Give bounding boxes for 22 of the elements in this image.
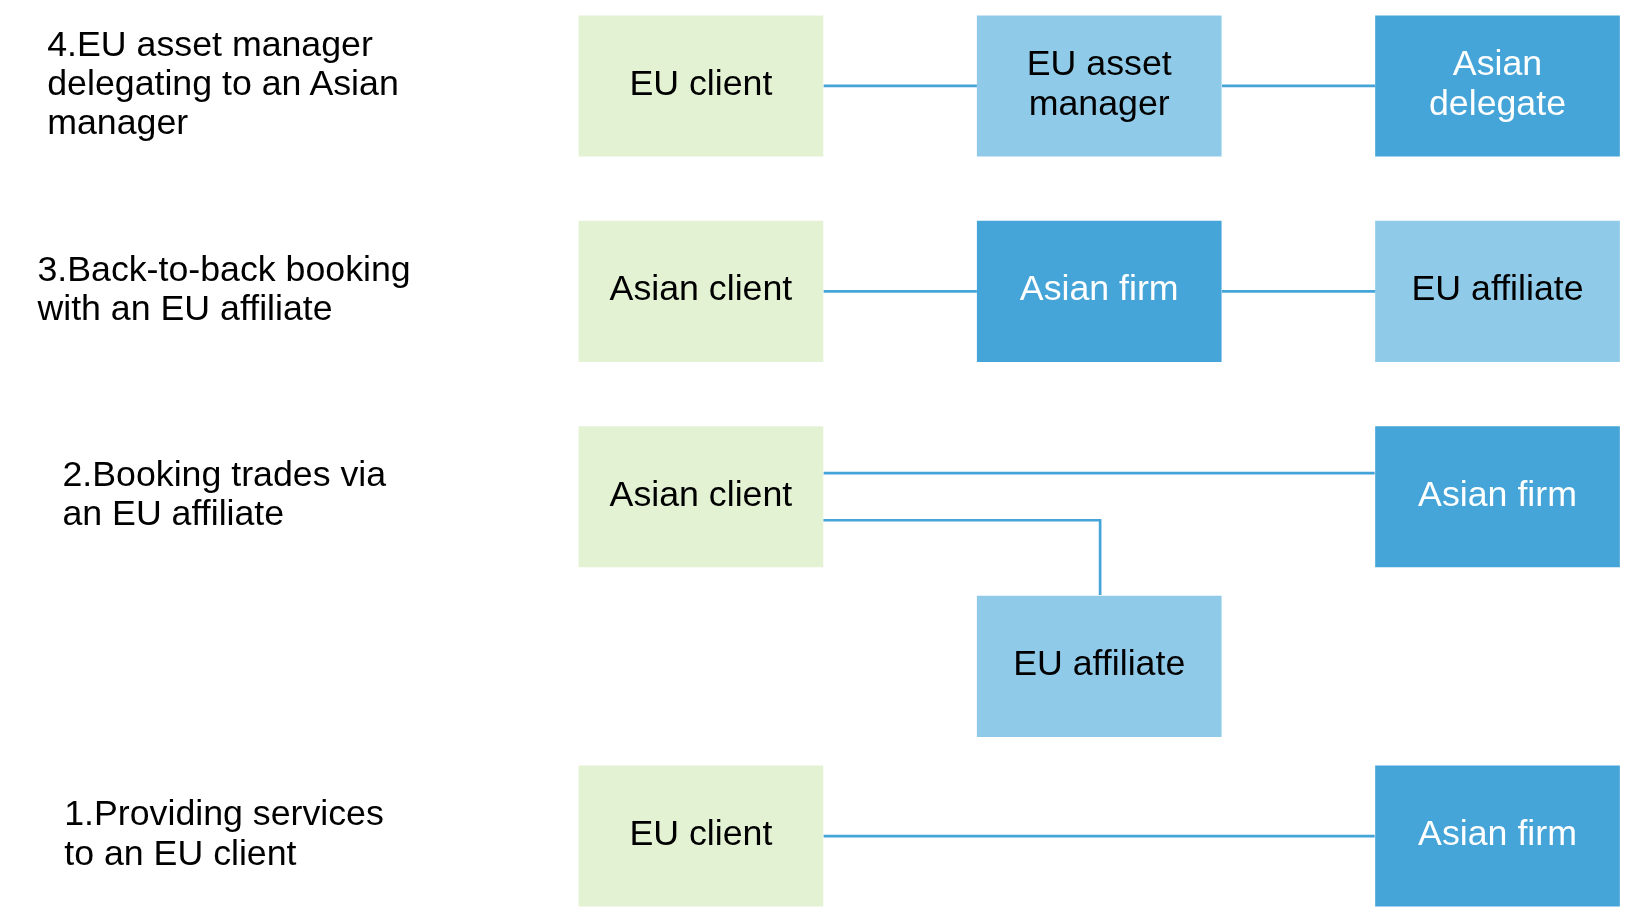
node-box: EU client xyxy=(578,765,824,907)
node-box: Asian client xyxy=(578,426,824,568)
node-box: EU affiliate xyxy=(976,595,1222,737)
connector xyxy=(823,834,1375,838)
node-box: Asian firm xyxy=(976,220,1222,362)
node-box: Asian firm xyxy=(1375,426,1620,568)
node-box: Asian firm xyxy=(1375,765,1620,907)
node-box: EU client xyxy=(578,15,824,157)
label: 4.EU asset manager delegating to an Asian manager xyxy=(47,23,399,143)
node-box: EU asset manager xyxy=(976,15,1222,157)
label: 1.Providing services to an EU client xyxy=(64,793,384,873)
connector xyxy=(823,518,1102,595)
node-box: Asian delegate xyxy=(1375,15,1620,157)
connector xyxy=(823,84,977,88)
connector xyxy=(1222,84,1376,88)
connector xyxy=(823,290,977,293)
connector xyxy=(1222,290,1376,293)
node-box: Asian client xyxy=(578,220,824,362)
connector xyxy=(823,471,1375,475)
label: 2.Booking trades via an EU affiliate xyxy=(62,454,387,534)
label: 3.Back-to-back booking with an EU affiliate xyxy=(37,248,411,328)
node-box: EU affiliate xyxy=(1375,220,1620,362)
